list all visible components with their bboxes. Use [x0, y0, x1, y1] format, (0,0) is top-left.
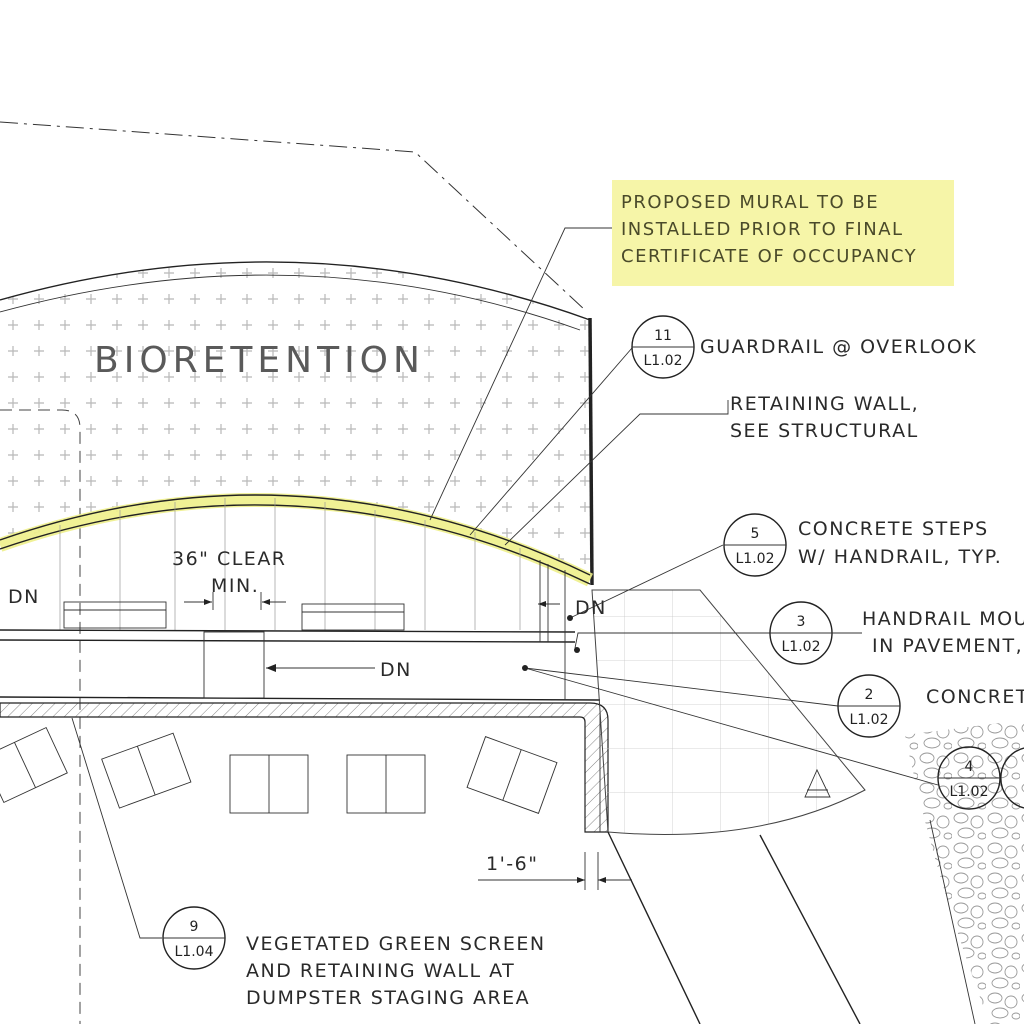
bioretention-label: BIORETENTION — [94, 340, 425, 381]
retaining-wall-note-1: RETAINING WALL, — [730, 393, 919, 415]
mural-note-line-2: INSTALLED PRIOR TO FINAL — [621, 219, 904, 240]
svg-text:2: 2 — [865, 687, 874, 703]
pavement-grid — [591, 589, 866, 835]
dn-label-left: DN — [8, 586, 40, 608]
svg-text:L1.02: L1.02 — [782, 639, 821, 655]
concrete-steps-label-1: CONCRETE STEPS — [798, 518, 989, 540]
dimension-label: 1'-6" — [486, 853, 539, 875]
retaining-wall-note-2: SEE STRUCTURAL — [730, 420, 919, 442]
leader-lines — [71, 227, 939, 939]
green-screen-label-1: VEGETATED GREEN SCREEN — [246, 933, 546, 955]
guardrail-label: GUARDRAIL @ OVERLOOK — [700, 336, 977, 358]
svg-text:4: 4 — [965, 759, 974, 775]
svg-text:3: 3 — [797, 614, 806, 630]
bioretention-top-edge — [0, 261, 591, 321]
svg-text:L1.02: L1.02 — [736, 551, 775, 567]
property-boundary-line — [0, 121, 586, 311]
detail-tag-2[interactable]: 2 L1.02 — [837, 674, 901, 738]
svg-text:5: 5 — [751, 526, 760, 542]
mural-callout-box — [612, 180, 954, 286]
handrail-label-2: IN PAVEMENT, — [872, 635, 1023, 657]
lower-retaining-wall — [0, 702, 609, 833]
concrete-steps-label-2: W/ HANDRAIL, TYP. — [798, 546, 1002, 568]
mural-note-line-1: PROPOSED MURAL TO BE — [621, 192, 879, 213]
concrete-label: CONCRET — [926, 686, 1024, 708]
clearance-label-2: MIN. — [211, 575, 259, 597]
svg-text:L1.02: L1.02 — [950, 784, 989, 800]
svg-text:L1.02: L1.02 — [850, 712, 889, 728]
handrail-label-1: HANDRAIL MOU — [862, 608, 1024, 630]
green-screen-label-3: DUMPSTER STAGING AREA — [246, 987, 530, 1009]
dashed-outline — [0, 409, 81, 1024]
triangle-marker — [804, 768, 831, 798]
bioretention-area — [0, 261, 592, 575]
dn-label-stair: DN — [380, 659, 412, 681]
clearance-label-1: 36" CLEAR — [172, 548, 287, 570]
detail-tag-5[interactable]: 5 L1.02 — [723, 513, 787, 577]
svg-text:L1.02: L1.02 — [644, 353, 683, 369]
detail-tag-4[interactable]: 4 L1.02 — [937, 746, 1001, 810]
concrete-steps — [0, 560, 601, 701]
detail-tag-3[interactable]: 3 L1.02 — [769, 601, 833, 665]
detail-tag-11[interactable]: 11 L1.02 — [631, 315, 695, 379]
partial-tag-circle — [1000, 747, 1024, 809]
mural-note-line-3: CERTIFICATE OF OCCUPANCY — [621, 246, 917, 267]
green-screen-label-2: AND RETAINING WALL AT — [246, 960, 515, 982]
detail-tag-9[interactable]: 9 L1.04 — [162, 906, 226, 970]
seating-blocks — [0, 726, 558, 814]
svg-text:L1.04: L1.04 — [175, 944, 214, 960]
retaining-wall-right — [588, 317, 594, 586]
mural-wall-highlight — [0, 493, 594, 587]
bench — [301, 603, 405, 631]
svg-text:9: 9 — [190, 919, 199, 935]
bench — [63, 601, 167, 629]
dn-label-right: DN — [575, 597, 607, 619]
svg-text:11: 11 — [654, 328, 672, 344]
